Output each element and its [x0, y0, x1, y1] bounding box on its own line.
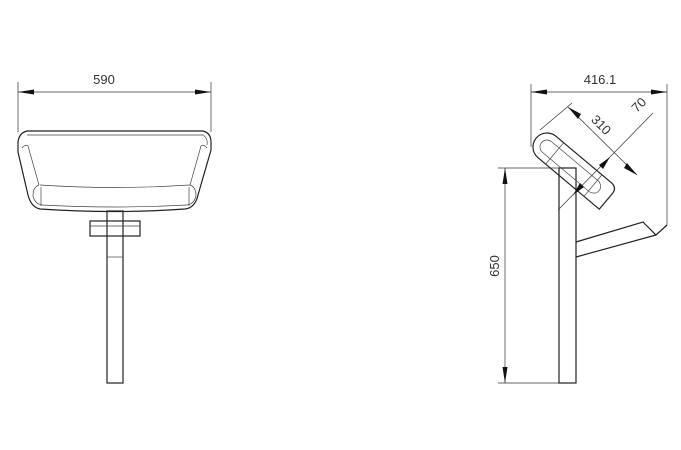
seat-pad: [17, 130, 212, 213]
front-view: 590: [17, 72, 212, 384]
side-view: 416.1 650 310: [487, 72, 668, 384]
pad-thickness-dimension-label: 70: [628, 94, 649, 115]
back-pad: [532, 132, 616, 210]
depth-dimension-label: 416.1: [584, 72, 617, 87]
width-dimension: 590: [17, 72, 212, 132]
height-dimension-label: 650: [487, 255, 502, 277]
post: [558, 167, 577, 384]
foot-bar: [575, 221, 668, 258]
width-dimension-label: 590: [93, 72, 115, 87]
depth-dimension: 416.1: [530, 72, 668, 225]
height-dimension: 650: [487, 167, 559, 384]
seat-post: [89, 210, 141, 384]
pad-length-dimension-label: 310: [588, 112, 614, 138]
